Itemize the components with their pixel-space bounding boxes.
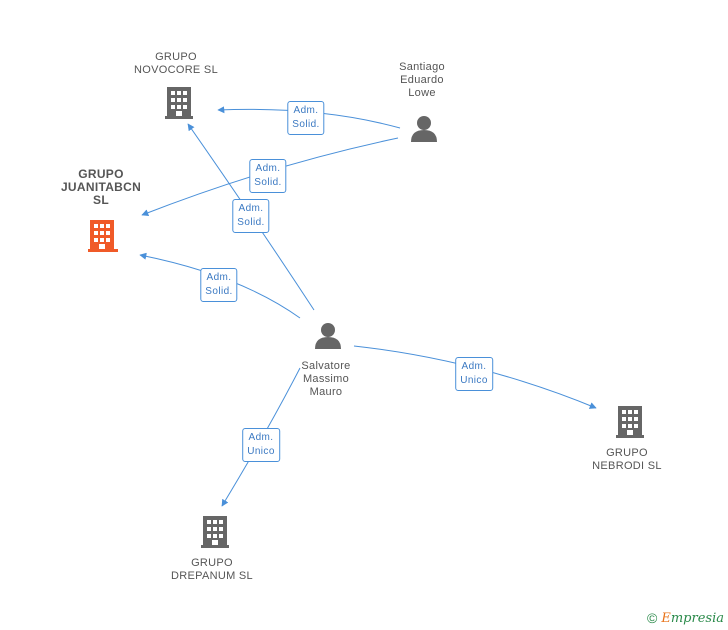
copyright-icon: © bbox=[647, 610, 658, 626]
node-label-nebrodi[interactable]: GRUPO NEBRODI SL bbox=[592, 447, 662, 472]
brand-logo[interactable]: Empresia bbox=[661, 610, 724, 626]
node-label-santiago[interactable]: Santiago Eduardo Lowe bbox=[399, 61, 445, 99]
edge-label-salvatore-drepanum[interactable]: Adm. Unico bbox=[242, 428, 280, 462]
edge-label-santiago-novocore[interactable]: Adm. Solid. bbox=[287, 101, 325, 135]
node-label-novocore[interactable]: GRUPO NOVOCORE SL bbox=[134, 51, 218, 76]
node-label-drepanum[interactable]: GRUPO DREPANUM SL bbox=[171, 557, 253, 582]
building-icon[interactable] bbox=[616, 406, 644, 438]
footer-brand: © Empresia bbox=[647, 610, 724, 626]
building-icon[interactable] bbox=[165, 87, 193, 119]
edge-label-salvatore-juanitabcn[interactable]: Adm. Solid. bbox=[200, 268, 238, 302]
building-icon[interactable] bbox=[201, 516, 229, 548]
edge-label-salvatore-nebrodi[interactable]: Adm. Unico bbox=[455, 357, 493, 391]
building-icon-highlight[interactable] bbox=[88, 220, 118, 252]
person-icon[interactable] bbox=[315, 323, 341, 349]
node-label-juanitabcn[interactable]: GRUPO JUANITABCN SL bbox=[60, 167, 142, 207]
edge-label-santiago-juanitabcn[interactable]: Adm. Solid. bbox=[249, 159, 287, 193]
edge-label-salvatore-novocore[interactable]: Adm. Solid. bbox=[232, 199, 270, 233]
person-icon[interactable] bbox=[411, 116, 437, 142]
node-label-salvatore[interactable]: Salvatore Massimo Mauro bbox=[301, 360, 351, 398]
